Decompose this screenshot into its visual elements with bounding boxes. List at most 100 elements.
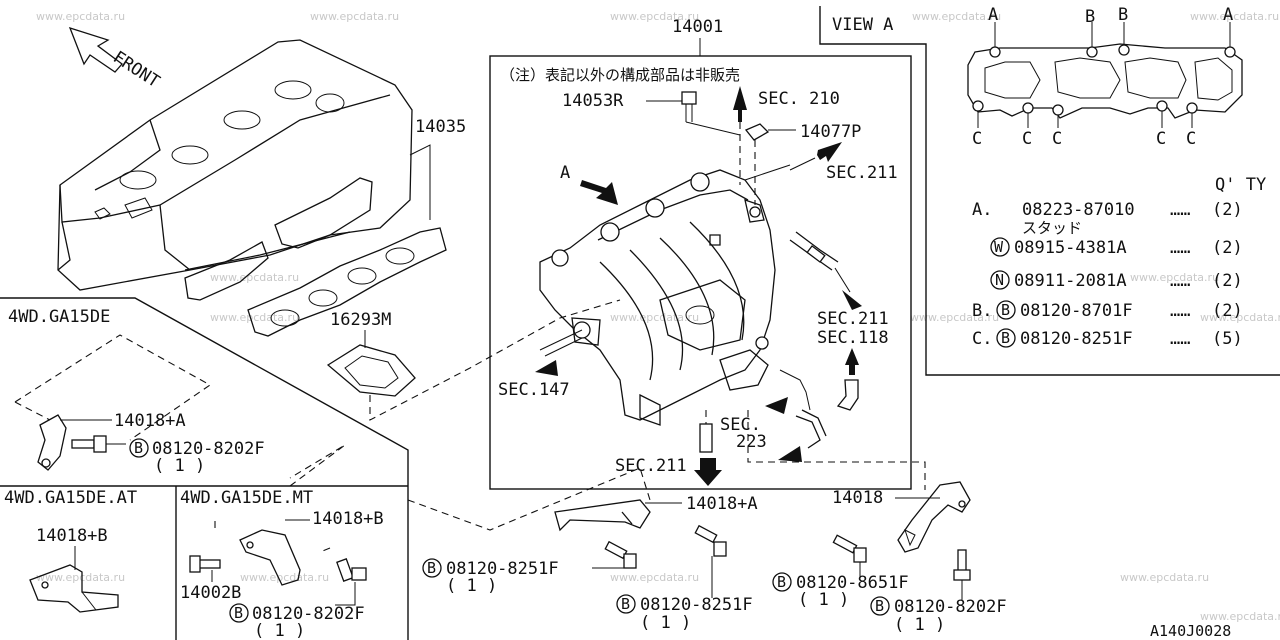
arrow-up-icon bbox=[733, 86, 747, 122]
watermark: www.epcdata.ru bbox=[1200, 610, 1280, 623]
watermark: www.epcdata.ru bbox=[240, 571, 329, 584]
sec-223-label-a: SEC. bbox=[720, 415, 761, 435]
part-14018A-upper-label: 14018+A bbox=[114, 411, 186, 431]
bolt-qty: ( 1 ) bbox=[446, 576, 497, 596]
watermark: www.epcdata.ru bbox=[1200, 311, 1280, 324]
badge-letter: B bbox=[875, 597, 884, 615]
sec-210-label: SEC. 210 bbox=[758, 89, 840, 109]
bolt-badge-icon bbox=[129, 438, 149, 458]
watermark: www.epcdata.ru bbox=[36, 571, 125, 584]
qty-count: (5) bbox=[1212, 329, 1243, 349]
view-a-letter-c: C bbox=[1022, 129, 1032, 149]
arrow-A-label: A bbox=[560, 163, 570, 183]
watermark: www.epcdata.ru bbox=[610, 571, 699, 584]
part-14035-label: 14035 bbox=[415, 117, 466, 137]
view-a-letter-b: B bbox=[1085, 7, 1095, 27]
bolt-code: 08120-8202F bbox=[894, 597, 1007, 617]
part-14077P-label: 14077P bbox=[800, 122, 861, 142]
qty-part-code: 08915-4381A bbox=[1014, 238, 1127, 258]
vacuum-hose-drawing bbox=[789, 231, 839, 271]
sec-211-lower-label: SEC.211 bbox=[615, 456, 687, 476]
arrow-left-icon bbox=[778, 446, 802, 462]
variant-4wd-label: 4WD.GA15DE bbox=[8, 307, 110, 327]
cylinder-head-drawing bbox=[57, 39, 413, 291]
watermark: www.epcdata.ru bbox=[610, 10, 699, 23]
svg-text:……: …… bbox=[1170, 200, 1190, 220]
badge-letter: B bbox=[621, 595, 630, 613]
part-14018A-lower-label: 14018+A bbox=[686, 494, 758, 514]
note-text: （注）表記以外の構成部品は非販売 bbox=[500, 66, 740, 84]
bolt-qty: ( 1 ) bbox=[254, 621, 305, 640]
badge-letter: B bbox=[234, 604, 243, 622]
qty-sub-note: スタッド bbox=[1022, 219, 1082, 237]
svg-text:……: …… bbox=[1170, 238, 1190, 258]
part-14018-label: 14018 bbox=[832, 488, 883, 508]
view-a-letter-a: A bbox=[988, 5, 998, 25]
gasket-16293M-drawing bbox=[326, 344, 416, 397]
badge-letter: B bbox=[427, 559, 436, 577]
variant-4wd-mt-label: 4WD.GA15DE.MT bbox=[180, 488, 313, 508]
bolt-code: 08120-8202F bbox=[252, 604, 365, 624]
svg-text:B.: B. bbox=[972, 301, 992, 321]
watermark: www.epcdata.ru bbox=[1130, 271, 1219, 284]
sec-211-upper-label: SEC.211 bbox=[826, 163, 898, 183]
watermark: www.epcdata.ru bbox=[1190, 10, 1279, 23]
arrow-down-right-icon bbox=[842, 290, 862, 310]
part-14018B-left-label: 14018+B bbox=[36, 526, 108, 546]
gasket-14035-drawing bbox=[184, 144, 447, 337]
washer-badge-icon bbox=[990, 237, 1010, 257]
sec-223-label-b: 223 bbox=[736, 432, 767, 452]
watermark: www.epcdata.ru bbox=[310, 10, 399, 23]
bolt-code: 08120-8202F bbox=[152, 439, 265, 459]
bolt-badge-icon bbox=[422, 558, 442, 578]
svg-text:……: …… bbox=[1170, 329, 1190, 349]
svg-text:C.: C. bbox=[972, 329, 992, 349]
bolt-qty: ( 1 ) bbox=[154, 456, 205, 476]
qty-row: W 08915-4381A …… (2) bbox=[990, 237, 1243, 258]
qty-part-code: 08120-8251F bbox=[1020, 329, 1133, 349]
bracket-14018A-upper-drawing bbox=[37, 414, 107, 471]
front-arrow-icon bbox=[68, 26, 123, 73]
bolt-code: 08120-8251F bbox=[446, 559, 559, 579]
view-a-letter-c: C bbox=[1156, 129, 1166, 149]
view-a-flange-drawing bbox=[967, 22, 1243, 128]
part-14002B-label: 14002B bbox=[180, 583, 241, 603]
qty-row: C. B 08120-8251F …… (5) bbox=[972, 328, 1243, 349]
bolt-badge-icon bbox=[996, 328, 1016, 348]
watermark: www.epcdata.ru bbox=[36, 10, 125, 23]
bracket-14018-drawing bbox=[832, 481, 971, 581]
svg-text:A.: A. bbox=[972, 200, 992, 220]
qty-count: (2) bbox=[1212, 238, 1243, 258]
bracket-14018B-at-drawing bbox=[29, 564, 119, 613]
qty-part-code: 08911-2081A bbox=[1014, 271, 1127, 291]
dowel-pin-icon bbox=[699, 423, 713, 453]
qty-count: (2) bbox=[1212, 301, 1243, 321]
svg-text:……: …… bbox=[1170, 301, 1190, 321]
variant-4wd-at-label: 4WD.GA15DE.AT bbox=[4, 488, 137, 508]
qty-row: A. 08223-87010 …… (2) スタッド bbox=[972, 200, 1243, 237]
arrow-right-up-icon bbox=[817, 142, 842, 162]
watermarks: www.epcdata.ru www.epcdata.ru www.epcdat… bbox=[36, 10, 1280, 623]
sec-147-label: SEC.147 bbox=[498, 380, 570, 400]
view-a-letter-c: C bbox=[972, 129, 982, 149]
sec-118-label: SEC.118 bbox=[817, 328, 889, 348]
bolt-badge-icon bbox=[870, 596, 890, 616]
badge-letter: B bbox=[777, 573, 786, 591]
view-a-arrow-icon bbox=[580, 180, 618, 205]
clip-14077P-icon bbox=[744, 123, 770, 141]
arrow-left-icon bbox=[765, 397, 788, 414]
watermark: www.epcdata.ru bbox=[610, 311, 699, 324]
view-a-letter-c: C bbox=[1186, 129, 1196, 149]
intake-manifold-box bbox=[489, 55, 912, 490]
svg-text:N: N bbox=[995, 271, 1004, 289]
svg-text:B: B bbox=[1001, 329, 1010, 347]
svg-text:W: W bbox=[994, 238, 1004, 256]
bracket-14018A-lower-drawing bbox=[554, 499, 727, 569]
qty-header: Q' TY bbox=[1215, 175, 1266, 195]
bolt-code: 08120-8651F bbox=[796, 573, 909, 593]
bolt-badge-icon bbox=[229, 603, 249, 623]
watermark: www.epcdata.ru bbox=[1120, 571, 1209, 584]
qty-part-code: 08223-87010 bbox=[1022, 200, 1135, 220]
watermark: www.epcdata.ru bbox=[910, 311, 999, 324]
